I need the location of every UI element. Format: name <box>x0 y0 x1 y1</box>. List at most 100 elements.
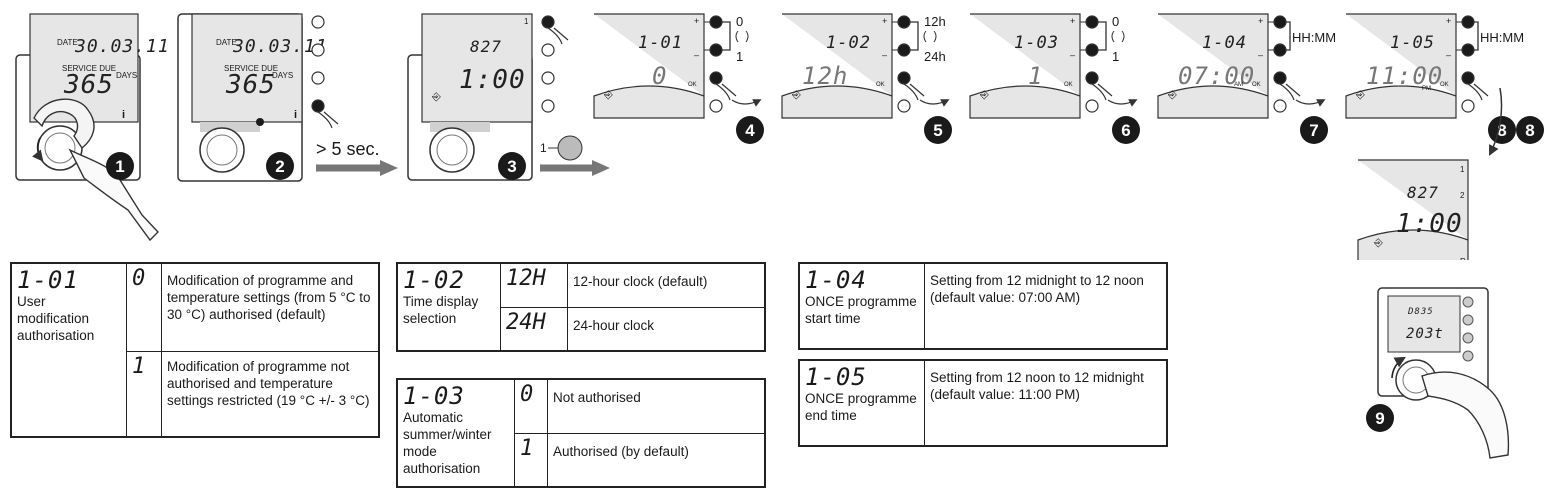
parameter-title: ONCE programme end time <box>805 391 917 423</box>
side-button[interactable] <box>1461 99 1475 113</box>
parameter-title: Time display selection <box>403 294 479 326</box>
side-button[interactable] <box>1273 99 1287 113</box>
side-button[interactable] <box>311 71 325 85</box>
enter-icon: ⎆ <box>1168 89 1177 101</box>
service-days-value: 365 <box>63 70 114 100</box>
minus-button[interactable] <box>1273 43 1287 57</box>
parameter-panel-1-03: +–OK1-031⎆016 <box>969 13 1140 144</box>
side-button[interactable] <box>311 43 325 57</box>
next-arrow-icon <box>1295 99 1326 107</box>
step-badge-8 <box>1488 116 1516 144</box>
rotate-arrow-icon <box>32 137 44 162</box>
thermostat-step-8-result: 8 1 2 R 827 1:00 ⎆ <box>1357 87 1544 260</box>
service-due-label: SERVICE DUE <box>224 64 278 73</box>
side-button[interactable] <box>541 99 555 113</box>
panel-code: 1-03 <box>1014 33 1059 53</box>
side-button[interactable] <box>541 43 555 57</box>
option-value: 1 <box>520 435 534 461</box>
next-arrow-icon <box>1107 99 1138 107</box>
side-button[interactable] <box>709 99 723 113</box>
pm-label: PM <box>1422 86 1431 92</box>
toggle-arrows-icon <box>1111 30 1125 43</box>
thermostat-step-9: D835 203t 9 <box>1366 287 1510 459</box>
step-badge-2 <box>266 152 294 180</box>
side-button-pressed[interactable] <box>541 15 555 29</box>
bracket <box>1474 21 1479 51</box>
step-number: 4 <box>745 121 755 140</box>
svg-text:2: 2 <box>275 157 284 176</box>
menu-code: 827 <box>470 37 502 56</box>
parameter-cell: 1-02 Time display selection <box>396 262 501 352</box>
side-button[interactable] <box>1085 99 1099 113</box>
plus-button[interactable] <box>709 15 723 29</box>
info-label: i <box>294 109 297 121</box>
enter-icon: ⎆ <box>792 89 801 101</box>
rotary-knob[interactable] <box>429 127 475 173</box>
wait-label: > 5 sec. <box>316 139 380 159</box>
svg-text:8: 8 <box>1525 121 1534 140</box>
finger-icon <box>903 83 925 101</box>
panel-code: 1-05 <box>1390 33 1435 53</box>
plus-label: + <box>1070 16 1075 26</box>
option-value: 24H <box>506 309 546 335</box>
svg-text:R: R <box>1460 257 1466 260</box>
minus-label: – <box>1258 50 1263 60</box>
svg-text:3: 3 <box>507 157 516 176</box>
minus-label: – <box>1446 50 1451 60</box>
ok-button[interactable] <box>1085 71 1099 85</box>
plus-button[interactable] <box>897 15 911 29</box>
parameter-title: ONCE programme start time <box>805 294 917 326</box>
option-description: 12-hour clock (default) <box>567 262 766 308</box>
svg-text:1: 1 <box>524 17 529 26</box>
side-button[interactable] <box>897 99 911 113</box>
ok-label: OK <box>688 82 697 88</box>
plus-button[interactable] <box>1461 15 1475 29</box>
finger-icon <box>1091 83 1113 101</box>
svg-text:1: 1 <box>1460 165 1465 174</box>
days-label: DAYS <box>272 71 293 80</box>
minus-button[interactable] <box>1461 43 1475 57</box>
next-arrow-icon <box>731 99 762 107</box>
minus-button[interactable] <box>1085 43 1099 57</box>
configuration-steps-diagram: DATE 30.03.11 SERVICE DUE 365 DAYS i 1 D… <box>15 13 1544 260</box>
parameter-cell: 1-03 Automatic summer/winter mode author… <box>396 378 515 488</box>
option-label: HH:MM <box>1292 30 1336 45</box>
date-label: DATE <box>57 38 78 47</box>
knob-value: 203t <box>1406 326 1444 342</box>
side-button[interactable] <box>541 71 555 85</box>
enter-icon: ⎆ <box>1356 89 1365 101</box>
plus-button[interactable] <box>1085 15 1099 29</box>
hand-icon <box>68 148 159 242</box>
finger-icon <box>1467 83 1489 101</box>
step-number: 1 <box>115 157 124 176</box>
parameter-title: User modification authorisation <box>17 294 95 343</box>
finger-icon <box>547 27 569 45</box>
side-button-pressed[interactable] <box>311 99 325 113</box>
ok-button[interactable] <box>897 71 911 85</box>
option-value: 0 <box>520 382 534 407</box>
ok-button[interactable] <box>709 71 723 85</box>
option-label: 0 <box>736 14 743 29</box>
plus-button[interactable] <box>1273 15 1287 29</box>
table-1-01: 1-01 User modification authorisation 0 M… <box>10 262 380 438</box>
minus-button[interactable] <box>709 43 723 57</box>
rotary-knob[interactable] <box>199 127 245 173</box>
thermostat-step-3: 1 827 1:00 ⎆ 3 <box>407 13 569 181</box>
minus-button[interactable] <box>897 43 911 57</box>
am-label: AM <box>1234 82 1243 88</box>
ok-button[interactable] <box>1461 71 1475 85</box>
bracket <box>1286 21 1291 51</box>
parameter-code: 1-01 <box>17 266 79 294</box>
bracket <box>910 21 919 51</box>
parameter-code: 1-03 <box>403 382 465 410</box>
ok-button[interactable] <box>1273 71 1287 85</box>
enter-icon: ⎆ <box>432 91 441 103</box>
button-1-icon <box>557 135 583 161</box>
ok-label: OK <box>876 82 885 88</box>
hand-icon <box>1421 371 1510 459</box>
panel-value: 12h <box>802 62 848 90</box>
thermostat-step-1: DATE 30.03.11 SERVICE DUE 365 DAYS i 1 <box>15 13 169 242</box>
side-button[interactable] <box>311 15 325 29</box>
